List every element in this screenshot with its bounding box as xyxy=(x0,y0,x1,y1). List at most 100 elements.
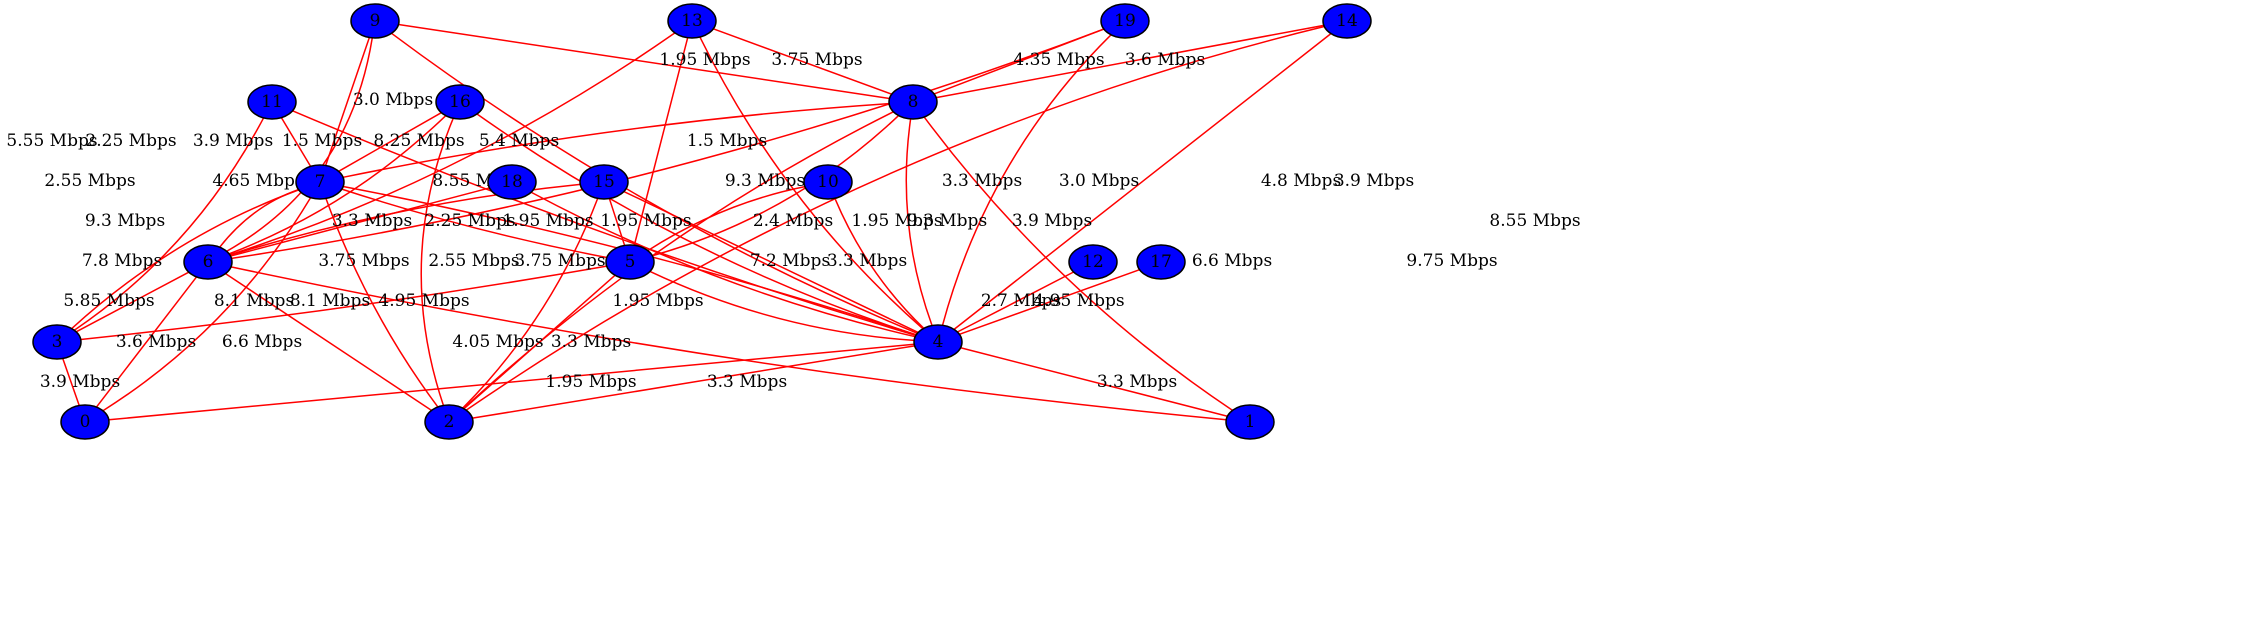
node-7[interactable]: 7 xyxy=(295,164,345,200)
node-12[interactable]: 12 xyxy=(1068,244,1118,280)
node-15[interactable]: 15 xyxy=(579,164,629,200)
edge-6-2 xyxy=(225,273,432,411)
edge-13-5 xyxy=(633,37,689,246)
edge-8-1 xyxy=(923,116,1233,411)
edge-label-5-4: 1.95 Mbps xyxy=(612,291,703,311)
edge-label-7-3: 9.3 Mbps xyxy=(85,211,165,231)
edge-13-8 xyxy=(713,28,892,95)
edge-14-8 xyxy=(936,24,1324,99)
node-ellipse-3 xyxy=(32,324,82,360)
edge-7-0 xyxy=(102,197,312,412)
edge-label-9-8: 1.95 Mbps xyxy=(659,50,750,70)
edge-label-6-2: 6.6 Mbps xyxy=(222,332,302,352)
edge-label-8-2: 6.6 Mbps xyxy=(1192,251,1272,271)
edge-6-7 xyxy=(219,188,299,248)
edge-5-3 xyxy=(80,265,607,341)
edge-16-6 xyxy=(228,115,447,255)
edge-label-8-4: 3.9 Mbps xyxy=(1012,211,1092,231)
edge-label-7-0: 7.8 Mbps xyxy=(82,251,162,271)
edge-19-8 xyxy=(933,28,1105,95)
edge-11-7 xyxy=(280,117,312,167)
edge-9-8 xyxy=(398,23,890,100)
node-ellipse-9 xyxy=(350,3,400,39)
edge-label-15-4: 7.2 Mbps xyxy=(750,251,830,271)
node-2[interactable]: 2 xyxy=(424,404,474,440)
edge-10-5 xyxy=(647,185,806,252)
edge-label-15-5: 1.95 Mbps xyxy=(600,211,691,231)
node-11[interactable]: 11 xyxy=(247,84,297,120)
edge-8-5 xyxy=(652,115,900,257)
node-label-10: 10 xyxy=(817,172,839,192)
node-14[interactable]: 14 xyxy=(1322,3,1372,39)
node-ellipse-13 xyxy=(667,3,717,39)
node-18[interactable]: 18 xyxy=(487,164,537,200)
node-label-0: 0 xyxy=(80,412,91,432)
node-label-9: 9 xyxy=(370,11,381,31)
node-6[interactable]: 6 xyxy=(183,244,233,280)
node-ellipse-7 xyxy=(295,164,345,200)
node-5[interactable]: 5 xyxy=(605,244,655,280)
edge-label-4-0: 1.95 Mbps xyxy=(545,372,636,392)
edge-label-5-2: 3.3 Mbps xyxy=(551,332,631,352)
node-3[interactable]: 3 xyxy=(32,324,82,360)
edge-13-4 xyxy=(699,36,924,330)
edge-18-4 xyxy=(530,191,916,338)
node-ellipse-14 xyxy=(1322,3,1372,39)
edge-label-16-6: 4.65 Mbps xyxy=(212,171,303,191)
node-label-4: 4 xyxy=(933,332,944,352)
node-ellipse-2 xyxy=(424,404,474,440)
node-ellipse-8 xyxy=(888,84,938,120)
node-label-11: 11 xyxy=(261,92,283,112)
edge-7-5 xyxy=(341,188,607,259)
edge-label-14-4: 3.9 Mbps xyxy=(1334,171,1414,191)
node-label-16: 16 xyxy=(449,92,471,112)
node-ellipse-10 xyxy=(803,164,853,200)
node-17[interactable]: 17 xyxy=(1136,244,1186,280)
node-13[interactable]: 13 xyxy=(667,3,717,39)
node-0[interactable]: 0 xyxy=(60,404,110,440)
node-label-19: 19 xyxy=(1114,11,1136,31)
edge-label-19-8: 4.35 Mbps xyxy=(1013,50,1104,70)
edge-12-4 xyxy=(957,271,1074,333)
node-ellipse-19 xyxy=(1100,3,1150,39)
edge-label-6-0: 3.6 Mbps xyxy=(116,332,196,352)
edge-label-8-7: 5.4 Mbps xyxy=(479,131,559,151)
edge-5-4 xyxy=(649,270,915,342)
edge-label-11-3: 2.55 Mbps xyxy=(44,171,135,191)
node-10[interactable]: 10 xyxy=(803,164,853,200)
edge-16-4 xyxy=(476,113,917,336)
edge-label-6-7: 3.75 Mbps xyxy=(318,251,409,271)
node-label-12: 12 xyxy=(1082,252,1104,272)
node-label-17: 17 xyxy=(1150,252,1172,272)
edge-label-14-8: 3.6 Mbps xyxy=(1125,50,1205,70)
node-ellipse-18 xyxy=(487,164,537,200)
edge-label-19-6: 3.9 Mbps xyxy=(193,131,273,151)
edge-label-18-4: 3.75 Mbps xyxy=(514,251,605,271)
node-label-2: 2 xyxy=(444,412,455,432)
node-8[interactable]: 8 xyxy=(888,84,938,120)
node-ellipse-11 xyxy=(247,84,297,120)
node-19[interactable]: 19 xyxy=(1100,3,1150,39)
node-4[interactable]: 4 xyxy=(913,324,963,360)
edge-label-4-2: 3.3 Mbps xyxy=(707,372,787,392)
edge-label-7-5: 2.25 Mbps xyxy=(424,211,515,231)
node-ellipse-1 xyxy=(1225,404,1275,440)
node-ellipse-16 xyxy=(435,84,485,120)
node-label-5: 5 xyxy=(625,252,636,272)
edge-label-9-7: 3.0 Mbps xyxy=(353,90,433,110)
node-9[interactable]: 9 xyxy=(350,3,400,39)
node-ellipse-12 xyxy=(1068,244,1118,280)
edge-7-3 xyxy=(71,189,299,330)
edge-8-4 xyxy=(905,118,933,326)
edge-10-4 xyxy=(834,197,925,329)
edge-label-8-1: 9.75 Mbps xyxy=(1406,251,1497,271)
node-label-6: 6 xyxy=(203,252,214,272)
node-1[interactable]: 1 xyxy=(1225,404,1275,440)
edge-label-17-4: 4.95 Mbps xyxy=(1033,291,1124,311)
edge-label-8-5: 9.3 Mbps xyxy=(725,171,805,191)
edge-label-11-7: 1.5 Mbps xyxy=(282,131,362,151)
node-16[interactable]: 16 xyxy=(435,84,485,120)
edge-16-2 xyxy=(420,118,454,406)
